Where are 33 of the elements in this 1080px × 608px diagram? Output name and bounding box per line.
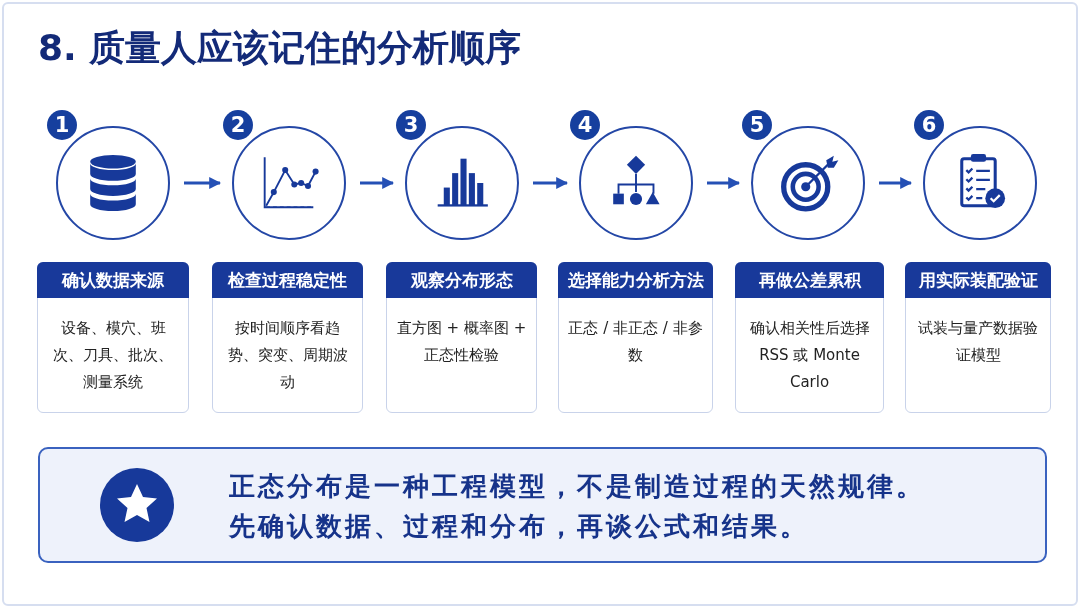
card-heading: 观察分布形态 <box>386 262 537 298</box>
arrow <box>184 177 222 189</box>
step-card <box>386 262 537 413</box>
number-badge: 6 <box>914 110 944 140</box>
card-text: 直方图 + 概率图 + 正态性检验 <box>395 318 528 366</box>
arrow <box>879 177 913 189</box>
step-card <box>735 262 884 413</box>
card-heading: 检查过程稳定性 <box>212 262 363 298</box>
note-text: 先确认数据、过程和分布，再谈公式和结果。 <box>229 510 809 543</box>
number-badge: 1 <box>47 110 77 140</box>
card-heading: 再做公差累积 <box>735 262 884 298</box>
card-text: 按时间顺序看趋势、突变、周期波动 <box>226 318 349 393</box>
number-badge: 2 <box>223 110 253 140</box>
arrow <box>360 177 395 189</box>
arrow <box>533 177 569 189</box>
step-card <box>905 262 1051 413</box>
card-text: 设备、模穴、班次、刀具、批次、测量系统 <box>52 318 174 393</box>
card-heading: 确认数据来源 <box>37 262 189 298</box>
card-text: 试装与量产数据验证模型 <box>917 318 1039 366</box>
number-badge: 5 <box>742 110 772 140</box>
card-text: 确认相关性后选择 RSS 或 Monte Carlo <box>748 318 871 393</box>
note-box <box>38 447 1047 563</box>
card-heading: 选择能力分析方法 <box>558 262 713 298</box>
number-badge: 4 <box>570 110 600 140</box>
step-card <box>212 262 363 413</box>
note-text: 正态分布是一种工程模型，不是制造过程的天然规律。 <box>229 470 925 503</box>
step-card <box>37 262 189 413</box>
card-heading: 用实际装配验证 <box>905 262 1051 298</box>
card-text: 正态 / 非正态 / 非参数 <box>567 318 704 366</box>
arrow <box>707 177 741 189</box>
number-badge: 3 <box>396 110 426 140</box>
step-card <box>558 262 713 413</box>
title: 8. 质量人应该记住的分析顺序 <box>38 26 522 70</box>
